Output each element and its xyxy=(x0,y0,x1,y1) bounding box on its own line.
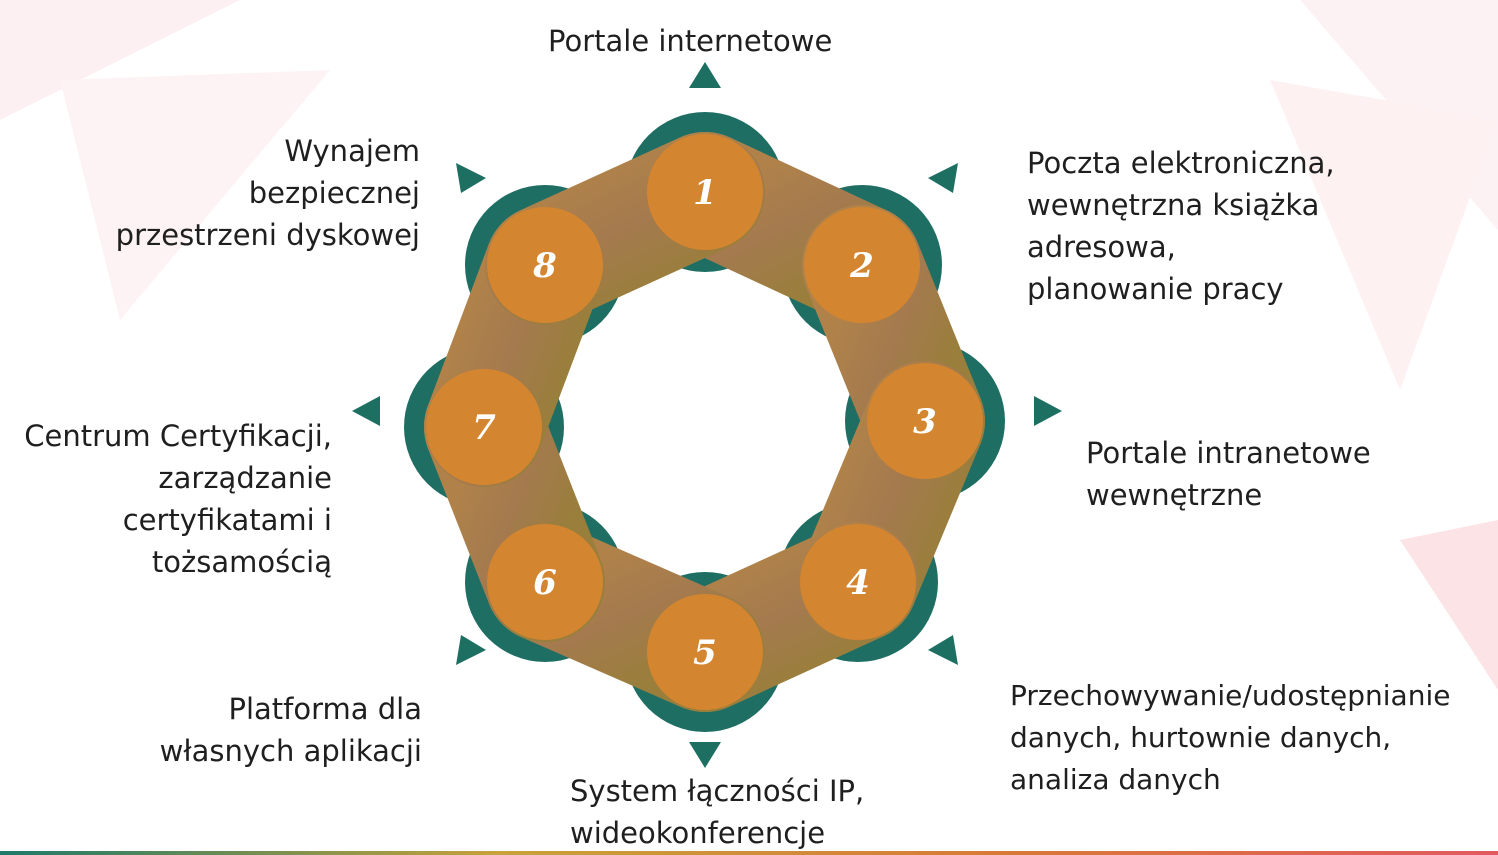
label-item-4-line-3: analiza danych xyxy=(1010,763,1221,796)
node-number-8: 8 xyxy=(532,246,557,286)
arrow-left-icon xyxy=(352,396,380,426)
label-item-3-line-2: wewnętrzne xyxy=(1086,478,1263,512)
label-item-5: System łączności IP, wideokonferencje xyxy=(570,770,864,854)
label-item-5-line-1: System łączności IP, xyxy=(570,774,865,808)
node-circle-2 xyxy=(804,207,920,323)
label-item-7-line-3: certyfikatami i xyxy=(122,503,332,537)
node-circle-6 xyxy=(487,524,603,640)
arrow-up-right-icon xyxy=(928,163,958,193)
label-item-3: Portale intranetowe wewnętrzne xyxy=(1086,432,1371,516)
label-item-8: Wynajem bezpiecznej przestrzeni dyskowej xyxy=(116,130,420,256)
node-number-2: 2 xyxy=(849,246,874,286)
arrow-up-icon xyxy=(689,62,721,88)
node-circle-3 xyxy=(867,363,983,479)
bg-triangle-left xyxy=(60,70,330,320)
node-number-6: 6 xyxy=(533,563,557,603)
label-item-3-line-1: Portale intranetowe xyxy=(1086,436,1371,470)
label-item-2-line-3: adresowa, xyxy=(1027,230,1176,264)
label-item-2: Poczta elektroniczna, wewnętrzna książka… xyxy=(1027,142,1335,310)
label-item-7-line-4: tożsamością xyxy=(151,545,332,579)
label-item-4-line-2: danych, hurtownie danych, xyxy=(1010,721,1392,754)
node-circle-7 xyxy=(426,369,542,485)
node-number-4: 4 xyxy=(846,563,870,603)
arrow-down-icon xyxy=(689,742,721,768)
label-item-8-line-2: bezpiecznej xyxy=(248,176,420,210)
label-item-6-line-1: Platforma dla xyxy=(228,692,422,726)
label-item-7-line-2: zarządzanie xyxy=(158,461,332,495)
label-item-5-line-2: wideokonferencje xyxy=(570,816,826,850)
label-item-2-line-4: planowanie pracy xyxy=(1027,272,1284,306)
node-number-5: 5 xyxy=(693,633,717,673)
arrow-down-right-icon xyxy=(928,635,958,665)
label-item-4-line-1: Przechowywanie/udostępnianie xyxy=(1010,679,1451,712)
label-item-2-line-2: wewnętrzna książka xyxy=(1027,188,1320,222)
label-item-4: Przechowywanie/udostępnianie danych, hur… xyxy=(1010,675,1450,801)
node-circle-5 xyxy=(647,594,763,710)
bottom-accent-line xyxy=(0,851,1498,855)
node-circle-4 xyxy=(800,524,916,640)
bg-triangle-bottom-right xyxy=(1400,520,1498,690)
node-number-7: 7 xyxy=(472,408,496,448)
label-item-8-line-3: przestrzeni dyskowej xyxy=(115,218,420,252)
node-number-1: 1 xyxy=(693,173,717,213)
node-number-3: 3 xyxy=(913,402,937,442)
arrow-up-left-icon xyxy=(456,163,486,193)
label-item-6-line-2: własnych aplikacji xyxy=(159,734,422,768)
arrow-right-icon xyxy=(1034,396,1062,426)
bg-triangle-top-left xyxy=(0,0,240,120)
label-item-1: Portale internetowe xyxy=(548,20,832,62)
label-item-6: Platforma dla własnych aplikacji xyxy=(160,688,422,772)
arrow-down-left-icon xyxy=(456,635,486,665)
inner-circles-layer: 1 2 3 4 5 6 7 8 xyxy=(426,134,983,710)
label-item-7-line-1: Centrum Certyfikacji, xyxy=(24,419,332,453)
bg-triangle-right xyxy=(1270,80,1498,390)
arrows-layer xyxy=(352,62,1062,768)
label-item-8-line-1: Wynajem xyxy=(284,134,420,168)
label-item-2-line-1: Poczta elektroniczna, xyxy=(1027,146,1335,180)
node-circle-1 xyxy=(647,134,763,250)
label-item-1-line-1: Portale internetowe xyxy=(548,24,833,58)
label-item-7: Centrum Certyfikacji, zarządzanie certyf… xyxy=(24,415,332,583)
node-circle-8 xyxy=(487,207,603,323)
